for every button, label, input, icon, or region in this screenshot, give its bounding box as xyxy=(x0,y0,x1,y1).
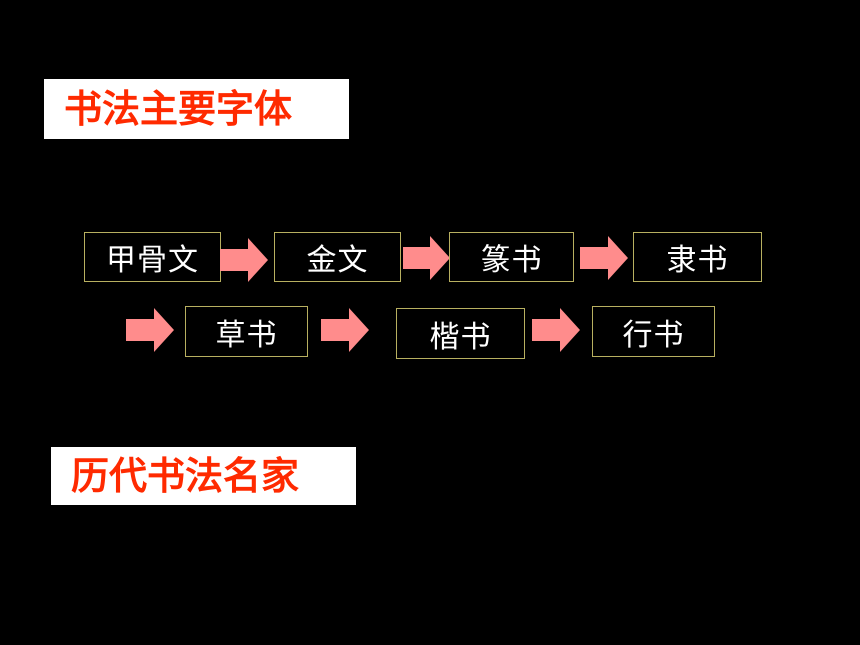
right-arrow-icon xyxy=(580,236,628,280)
right-arrow-icon xyxy=(220,238,268,282)
script-box-running: 行书 xyxy=(592,306,715,357)
script-box-seal: 篆书 xyxy=(449,232,574,282)
right-arrow-icon xyxy=(532,308,580,352)
script-box-regular: 楷书 xyxy=(396,308,525,359)
script-box-oracle-bone: 甲骨文 xyxy=(84,232,221,282)
right-arrow-icon xyxy=(126,308,174,352)
right-arrow-icon xyxy=(403,236,450,280)
heading-famous-calligraphers: 历代书法名家 xyxy=(51,447,356,505)
heading-main-script-styles: 书法主要字体 xyxy=(44,79,349,139)
script-box-bronze: 金文 xyxy=(274,232,401,282)
right-arrow-icon xyxy=(321,308,369,352)
script-box-cursive: 草书 xyxy=(185,306,308,357)
script-box-clerical: 隶书 xyxy=(633,232,762,282)
